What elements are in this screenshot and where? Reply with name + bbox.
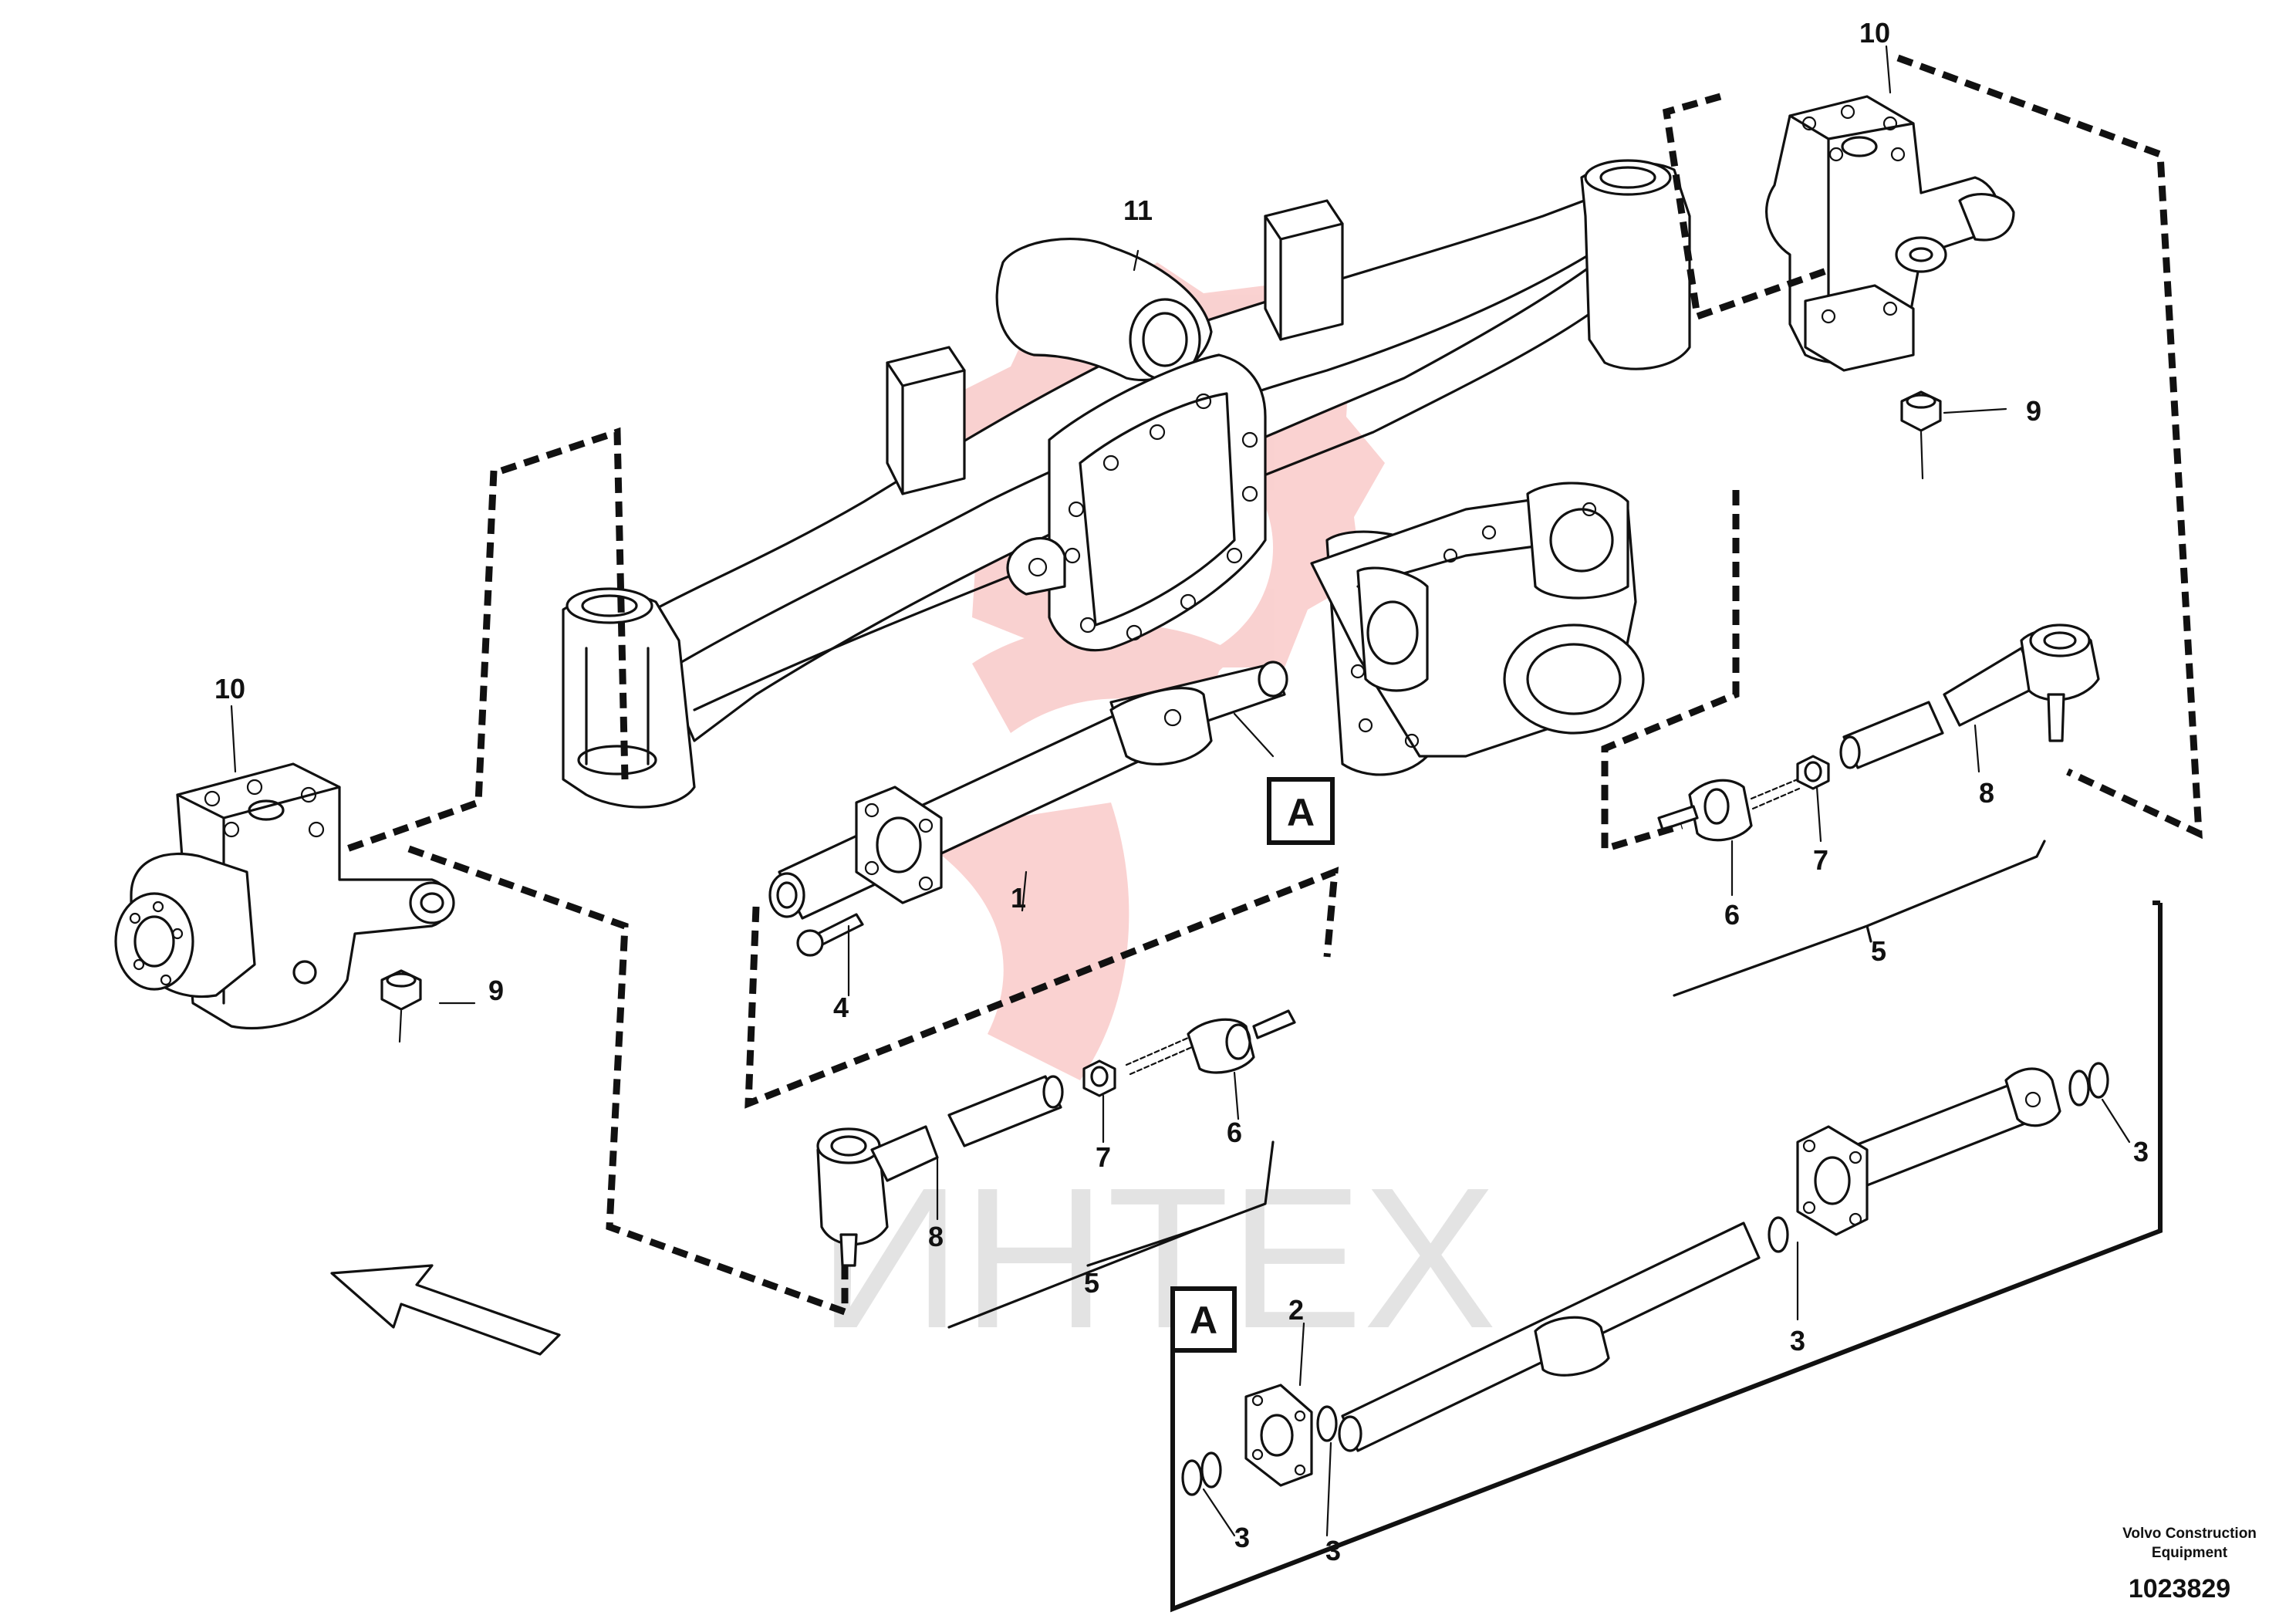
credit-line-1: Volvo Construction — [2122, 1526, 2257, 1542]
callout-6-right: 6 — [1724, 899, 1740, 931]
callout-10-left: 10 — [214, 673, 245, 705]
nut-9-right — [1900, 390, 1942, 480]
steering-knuckle-left — [114, 762, 455, 1030]
document-number: 1023829 — [2129, 1574, 2230, 1603]
callout-3-a: 3 — [1234, 1522, 1250, 1553]
svg-text:A: A — [1287, 791, 1315, 834]
steering-cylinder-1 — [768, 661, 1288, 957]
bracket-5-right — [1673, 840, 2046, 997]
axle-housing — [562, 159, 1691, 809]
nut-9-left — [380, 969, 422, 1043]
detail-a-cylinder — [1181, 1062, 2109, 1496]
leader-lines — [230, 45, 2131, 1537]
callout-5-right: 5 — [1871, 935, 1886, 967]
callout-5-left: 5 — [1084, 1267, 1099, 1299]
differential-carrier — [1310, 482, 1645, 776]
callout-8-right: 8 — [1979, 777, 1994, 809]
callout-10-right: 10 — [1859, 17, 1890, 49]
steering-knuckle-right — [1765, 95, 2015, 372]
callout-3-b: 3 — [1325, 1535, 1341, 1566]
callout-9-right: 9 — [2026, 395, 2041, 427]
callout-2: 2 — [1288, 1294, 1304, 1326]
callout-4: 4 — [833, 992, 849, 1023]
watermark-text: ИНТЕХ — [818, 1147, 1497, 1370]
dashed-boundaries — [346, 54, 2203, 1317]
detail-a-label: A — [1170, 1286, 1237, 1353]
callout-11: 11 — [1123, 194, 1153, 226]
direction-arrow-icon — [330, 1264, 561, 1356]
callout-9-left: 9 — [488, 975, 504, 1006]
reference-box-a: A — [1267, 777, 1335, 845]
tie-rod-left — [816, 1009, 1296, 1267]
credit-line-2: Equipment — [2152, 1545, 2228, 1561]
callout-6-left: 6 — [1227, 1117, 1242, 1148]
callout-3-d: 3 — [2133, 1136, 2149, 1168]
bracket-5-left — [947, 1140, 1275, 1329]
callout-7-right: 7 — [1813, 844, 1828, 876]
tie-rod-right — [1657, 623, 2100, 842]
callout-3-c: 3 — [1790, 1325, 1805, 1357]
callout-7-left: 7 — [1096, 1141, 1111, 1173]
callout-1: 1 — [1011, 882, 1026, 914]
svg-text:A: A — [1190, 1299, 1217, 1342]
callout-8-left: 8 — [928, 1221, 944, 1252]
